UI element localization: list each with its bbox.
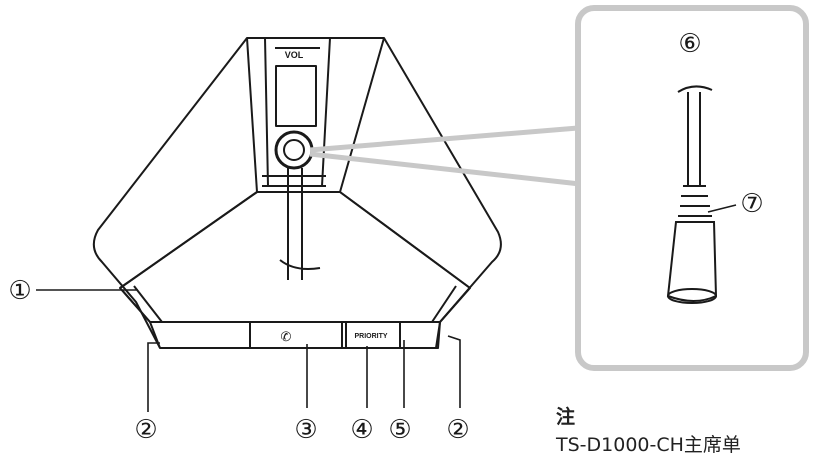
device-ridges [119, 37, 471, 289]
mic-mount [262, 175, 326, 187]
control-column [264, 37, 331, 187]
callout-7: ⑦ [740, 189, 763, 219]
note-text: TS-D1000-CH主席单 [556, 434, 741, 456]
leader-2-left [147, 342, 160, 412]
leader-7 [707, 204, 737, 213]
gooseneck-cable [677, 85, 713, 186]
mic-head-bottom [667, 288, 717, 304]
device-body [92, 37, 502, 349]
front-panel [119, 191, 471, 323]
mic-button-icon: ✆ [281, 330, 292, 345]
callout-3: ③ [294, 415, 317, 445]
note-heading: 注 [556, 406, 576, 428]
callout-1: ① [8, 276, 31, 306]
diagram-canvas: VOL ✆ PRIORITY ① ② ③ ④ ⑤ ② ⑥ ⑦ [8, 5, 809, 445]
mic-head-rings [678, 185, 712, 217]
left-side-grille [121, 285, 163, 349]
mic-button [249, 321, 347, 349]
volume-slider-housing [275, 65, 317, 127]
leader-2-right [447, 335, 461, 408]
mic-base-outer [274, 130, 314, 170]
priority-button [341, 321, 401, 349]
priority-label: PRIORITY [354, 333, 387, 340]
right-side-grille [431, 285, 469, 349]
callout-4: ④ [350, 415, 373, 445]
inset-frame [575, 5, 809, 371]
mic-base-inner [283, 139, 305, 161]
gooseneck-stub [279, 168, 321, 280]
zoom-connector [309, 125, 581, 187]
callout-5: ⑤ [388, 415, 411, 445]
callout-6: ⑥ [678, 29, 701, 59]
callout-2-right: ② [446, 415, 469, 445]
vol-label: VOL [285, 50, 304, 60]
callout-2-left: ② [134, 415, 157, 445]
